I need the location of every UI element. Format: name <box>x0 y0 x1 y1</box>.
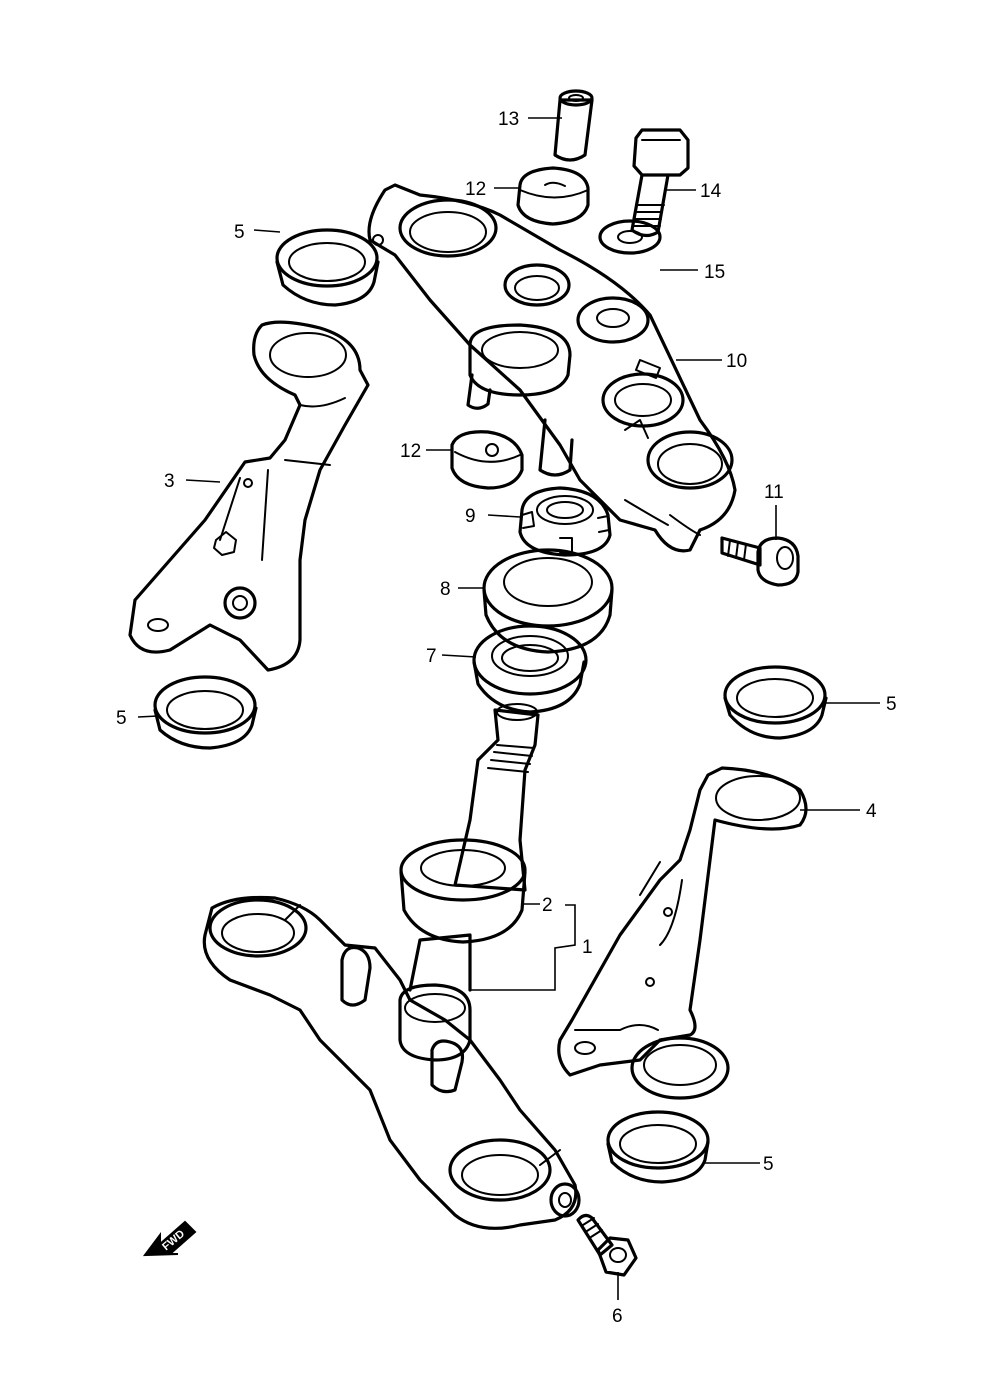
right-fork-bracket <box>557 766 808 1100</box>
callout-5-upper-left: 5 <box>234 222 245 243</box>
cap-lower <box>450 430 524 490</box>
fork-seal-lower-left <box>153 675 258 750</box>
callout-10: 10 <box>726 351 747 372</box>
callout-12-upper: 12 <box>465 179 486 200</box>
callout-14: 14 <box>700 181 722 202</box>
bolt-11 <box>720 536 800 587</box>
fork-seal-upper-right <box>723 665 828 740</box>
dust-seal <box>482 548 614 654</box>
bolt-14 <box>630 128 690 238</box>
callout-8: 8 <box>440 579 451 600</box>
callout-labels: 13 12 14 5 15 10 12 3 11 9 8 7 5 5 4 2 1… <box>116 109 897 1327</box>
fork-seal-lower-right <box>606 1110 710 1184</box>
lower-bracket-with-stem <box>202 703 581 1230</box>
forward-arrow: FWD <box>142 1220 197 1257</box>
cap-upper <box>516 166 590 226</box>
callout-3: 3 <box>164 471 175 492</box>
callout-1: 1 <box>582 937 593 958</box>
callout-5-lower-right: 5 <box>763 1154 774 1175</box>
callout-15: 15 <box>704 262 725 283</box>
callout-6: 6 <box>612 1306 623 1327</box>
spacer-tube <box>553 89 594 162</box>
callout-13: 13 <box>498 109 519 130</box>
callout-5-lower-left: 5 <box>116 708 127 729</box>
lower-bearing <box>399 838 527 944</box>
fork-seal-upper-left <box>275 228 380 307</box>
callout-9: 9 <box>465 506 476 527</box>
callout-11: 11 <box>764 482 784 503</box>
upper-bracket <box>367 183 737 553</box>
callout-7: 7 <box>426 646 437 667</box>
left-fork-bracket <box>128 320 370 672</box>
stem-nut <box>518 486 612 557</box>
callout-12-lower: 12 <box>400 441 421 462</box>
bolt-6 <box>576 1213 638 1277</box>
washer-15 <box>598 219 662 255</box>
callout-2: 2 <box>542 895 553 916</box>
upper-bearing <box>472 624 588 714</box>
leader-lines <box>137 117 880 1300</box>
callout-5-upper-right: 5 <box>886 694 897 715</box>
callout-4: 4 <box>866 801 877 822</box>
